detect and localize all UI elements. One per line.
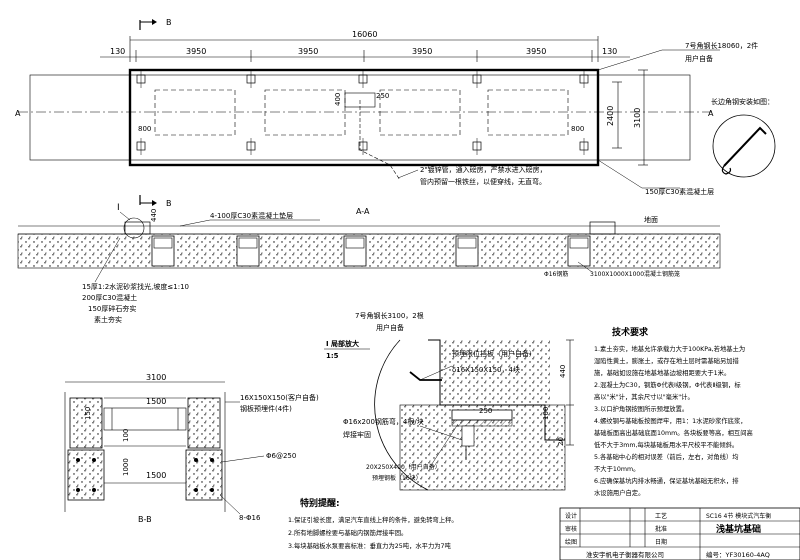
bb-dim-1500-top: 1500 [146,397,166,406]
tb-spec: SC16 4节 模块式汽车衡 [706,512,771,520]
dim-total-length: 16060 [352,30,377,39]
tech-line-2: 湿陷性黄土，膨胀土，或存在地土层时需基础另加措 [594,356,740,365]
dim-3950-4: 3950 [526,47,546,56]
section-aa-title: A-A [356,207,370,216]
detail-i: 7号角钢长3100，2根 用户自备 I 局部放大 1:5 250 预埋限位挡板（… [324,311,574,491]
bb-rebar-spec: 8-Φ16 [239,514,261,522]
dim-3950-3: 3950 [412,47,432,56]
layer-note-1: 15厚1:2水泥砂浆找光,坡度≤1:10 [82,282,189,291]
warning-line-3: 3.每块基础板水泵要高标准：垂直力为25吨，水平力为7吨 [288,541,452,550]
axis-a-right: A [708,109,714,118]
bb-dim-3100: 3100 [146,373,166,382]
dim-3950-2: 3950 [298,47,318,56]
tech-line-10: 5.各基础中心的相对误差（前后，左右，对角线）均 [594,452,739,461]
bb-bar-spec: Φ6@250 [266,452,296,460]
dim-400: 400 [334,93,342,106]
concrete-layer-note: 150厚C30素混凝土层 [645,187,714,196]
bb-dim-1000: 1000 [122,458,130,476]
layer-note-2: 200厚C30混凝土 [82,293,137,302]
tech-title: 技术要求 [612,326,649,338]
warning-line-1: 1.保证引坡长度，满足汽车直线上秤的条件，避免转弯上秤。 [288,515,458,524]
tech-requirements: 技术要求 1.素土夯实，地基允许承载力大于100KPa,若地基土为 湿陷性黄土，… [594,326,753,497]
pipe-note-line1: 2"镀锌管，通入磅房，严禁水进入磅房， [420,165,547,174]
install-detail-circle [712,114,776,178]
top-layer-note: 4-100厚C30素混凝土垫层 [210,211,293,220]
section-aa: A-A I 440 4-100厚C30素混凝土垫层 地面 15厚1:2水泥砂浆找… [17,203,721,324]
bb-plate-spec: 16X150X150(客户自备) [240,393,319,402]
dim-2400: 2400 [606,106,615,126]
weld-note: 焊接牢固 [343,430,371,439]
plan-view: B B 16060 130 130 3950 3950 3950 3950 A … [15,18,776,208]
warning-line-2: 2.所有地脚螺栓要与基础内钢筋焊接牢固。 [288,528,407,537]
tech-line-12: 6.应确保基坑内排水畅通，保证基坑基础无积水，排 [594,476,739,485]
tb-code: 编号：YF30160-4AQ [706,550,770,559]
dim-800-left: 800 [138,125,151,133]
ground-label: 地面 [644,215,658,224]
tech-line-9: 低不大于3mm,每块基础板用水平尺校平不能倾斜。 [594,440,738,449]
angle-note-user: 用户自备 [685,54,713,63]
tb-company: 淮安宇帆电子衡器有限公司 [586,550,664,559]
section-mark-b-top: B [166,18,172,27]
tech-line-13: 水设施用户自定。 [594,488,644,497]
dim-800-right: 800 [571,125,584,133]
detail-angle-user: 用户自备 [376,323,404,332]
dim-130-right: 130 [602,47,617,56]
tb-check: 审核 [565,525,577,533]
layer-note-4: 素土夯实 [94,315,122,324]
rebar-label: Φ16钢筋 [544,270,568,278]
tb-drawing: 绘图 [565,538,577,546]
embed-plate-count: 预埋钢板（16块） [372,474,422,482]
detail-dim-440: 440 [559,365,567,378]
bb-dim-150: 150 [84,407,92,420]
tech-line-1: 1.素土夯实，地基允许承载力大于100KPa,若地基土为 [594,344,745,353]
angle-note: 7号角钢长18060，2件 [685,41,758,50]
section-mark-b-bottom: B [166,199,172,208]
embed-plate-spec: 20X250X400（用户自备） [366,463,441,471]
tb-date: 日期 [655,538,667,546]
dim-3100-plan: 3100 [633,108,642,128]
special-warning: 特别提醒: 1.保证引坡长度，满足汽车直线上秤的条件，避免转弯上秤。 2.所有地… [288,497,458,550]
detail-mark-i: I [117,203,120,213]
detail-dim-20: 20 [557,437,565,446]
dim-130-left: 130 [110,47,125,56]
tech-line-6: 3.以口护角钢按图所示预埋放置。 [594,404,688,413]
tech-line-4: 2.混凝土为C30，钢筋Φ代表Ⅰ级钢，Φ代表Ⅱ级钢，标 [594,380,741,389]
section-bb: 3100 1500 1500 150 100 1000 B-B 16X150X1… [64,373,319,524]
tb-name: 浅基坑基础 [716,523,761,535]
layer-note-3: 150厚碎石夯实 [88,304,136,313]
rebar-bend-note: Φ16x200钢筋弯，4根/块 [343,417,424,426]
warning-title: 特别提醒: [300,497,340,509]
title-block: 设计 审核 绘图 工艺 批准 日期 SC16 4节 模块式汽车衡 浅基坑基础 淮… [559,507,800,560]
plate-spec: δ16X150X150，4块 [452,365,520,374]
dim-250-plan: 250 [376,92,389,100]
bb-dim-1500-bottom: 1500 [146,471,166,480]
install-title: 长边角钢安装如图： [711,97,774,106]
detail-title: I 局部放大 [326,339,359,348]
dim-440-aa: 440 [150,209,158,222]
plate-note: 预埋限位挡板（用户自备） [452,349,536,358]
detail-dim-250: 250 [479,407,492,415]
tb-approve: 批准 [655,525,667,533]
tech-line-11: 不大于10mm。 [594,464,639,473]
dim-3950-1: 3950 [186,47,206,56]
tech-line-3: 施，基础如设施在地基地基边坡相距要大于1米。 [594,368,730,377]
tech-line-7: 4.螺纹钢与基础板按图焊牢，用1：1水泥砂浆作底浆， [594,416,747,425]
detail-dim-100: 100 [542,407,550,420]
pipe-note-line2: 管内预留一根铁丝，以便穿线，无直弯。 [420,177,546,186]
detail-scale: 1:5 [326,352,339,360]
tb-design: 设计 [565,512,577,520]
bb-dim-100: 100 [122,429,130,442]
tech-line-5: 高以"米"计，其余尺寸以"毫米"计。 [594,392,694,401]
tb-process: 工艺 [655,512,667,520]
axis-a-left: A [15,109,21,118]
section-bb-title: B-B [138,515,152,524]
tech-line-8: 基础板面高出基础底面10mm。各块板要等高，相互间高 [594,428,753,437]
pit-cage-label: 3100X1000X1000混凝土钢筋笼 [590,270,680,278]
bb-plate-note: 钢板预埋件(4件) [240,404,292,413]
detail-angle-note: 7号角钢长3100，2根 [355,311,424,320]
